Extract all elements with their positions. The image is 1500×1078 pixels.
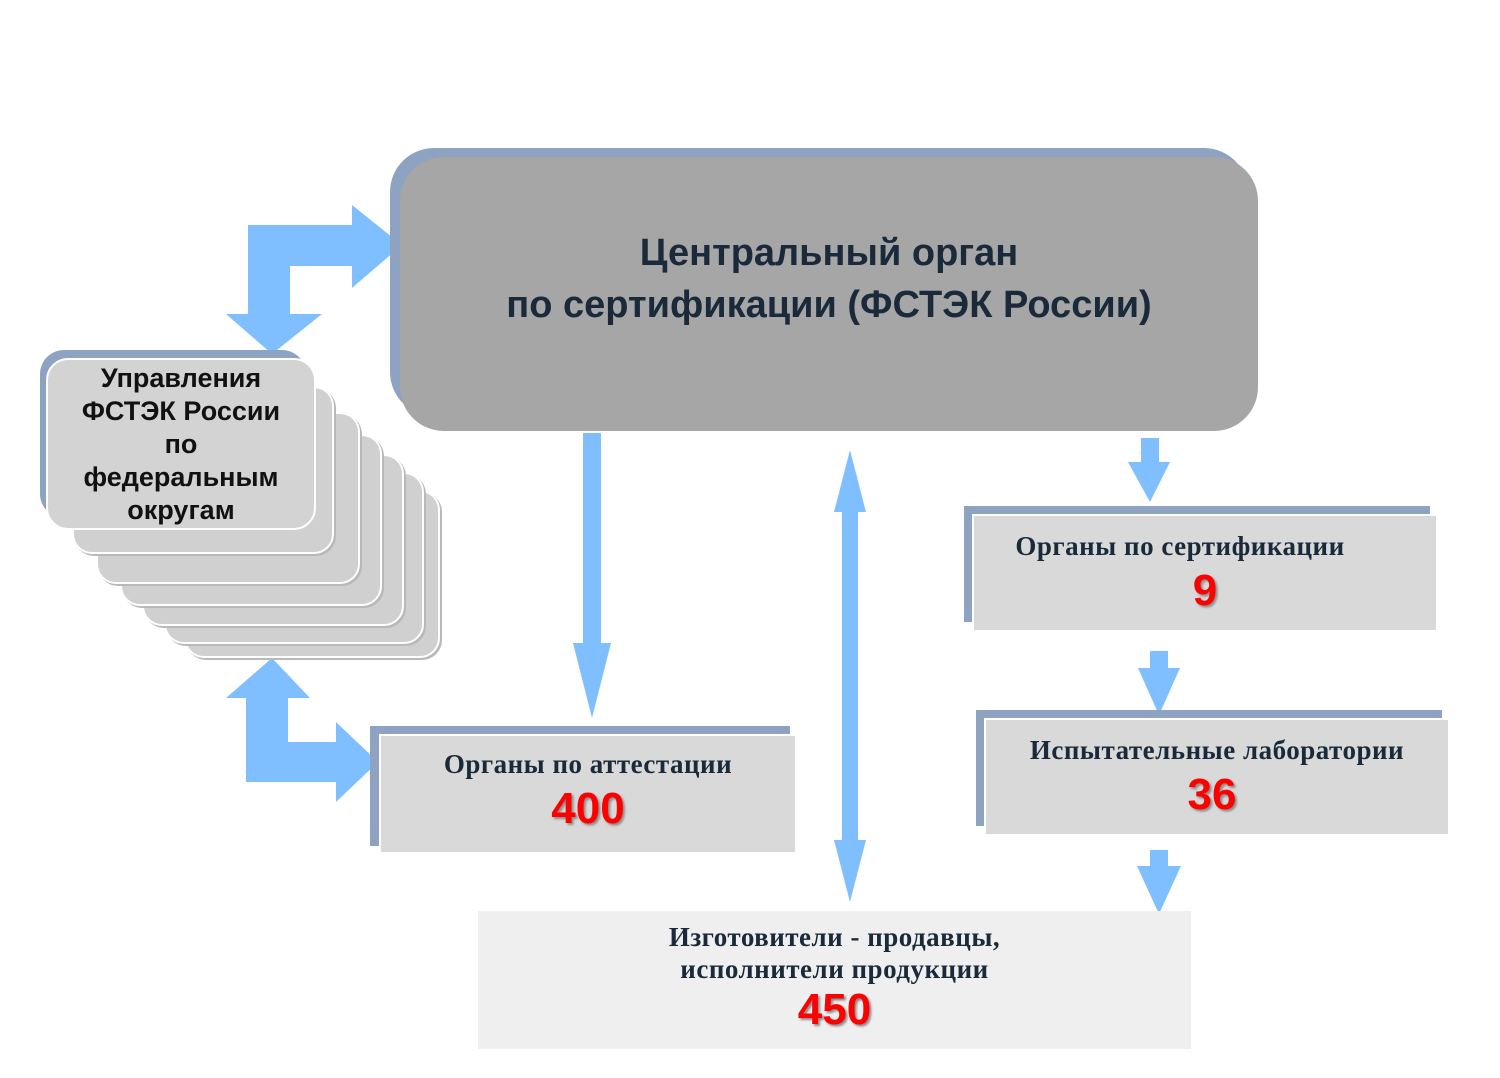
test-labs-count: 36 <box>1187 770 1237 819</box>
regional-offices-box: Управления ФСТЭК России по федеральным о… <box>46 358 316 530</box>
certification-bodies-label: Органы по сертификации <box>1015 531 1345 561</box>
test-labs-box: Испытательные лаборатории 36 <box>984 718 1450 836</box>
regional-offices-title: Управления ФСТЭК России по федеральным о… <box>81 362 281 525</box>
arrow-regional-central <box>226 205 402 354</box>
arrow-regional-attestation <box>226 658 378 802</box>
central-body-title: Центральный орган по сертификации (ФСТЭК… <box>506 232 1152 326</box>
attestation-count: 400 <box>551 784 625 833</box>
manufacturers-box: Изготовители - продавцы, исполнители про… <box>478 911 1191 1049</box>
manufacturers-label: Изготовители - продавцы, исполнители про… <box>668 922 1001 984</box>
attestation-box: Органы по аттестации 400 <box>379 734 797 854</box>
arrow-labs-manufacturers <box>1137 850 1181 914</box>
manufacturers-count: 450 <box>797 985 872 1034</box>
test-labs-label: Испытательные лаборатории <box>1029 735 1405 765</box>
arrow-central-certification <box>1128 438 1170 502</box>
arrow-manufacturers-central <box>834 450 866 902</box>
certification-bodies-box: Органы по сертификации 9 <box>972 514 1438 632</box>
certification-bodies-count: 9 <box>1192 566 1218 615</box>
attestation-label: Органы по аттестации <box>443 749 733 779</box>
arrow-central-attestation <box>573 433 611 718</box>
arrow-certification-labs <box>1138 651 1180 715</box>
central-body-box: Центральный орган по сертификации (ФСТЭК… <box>400 157 1258 431</box>
